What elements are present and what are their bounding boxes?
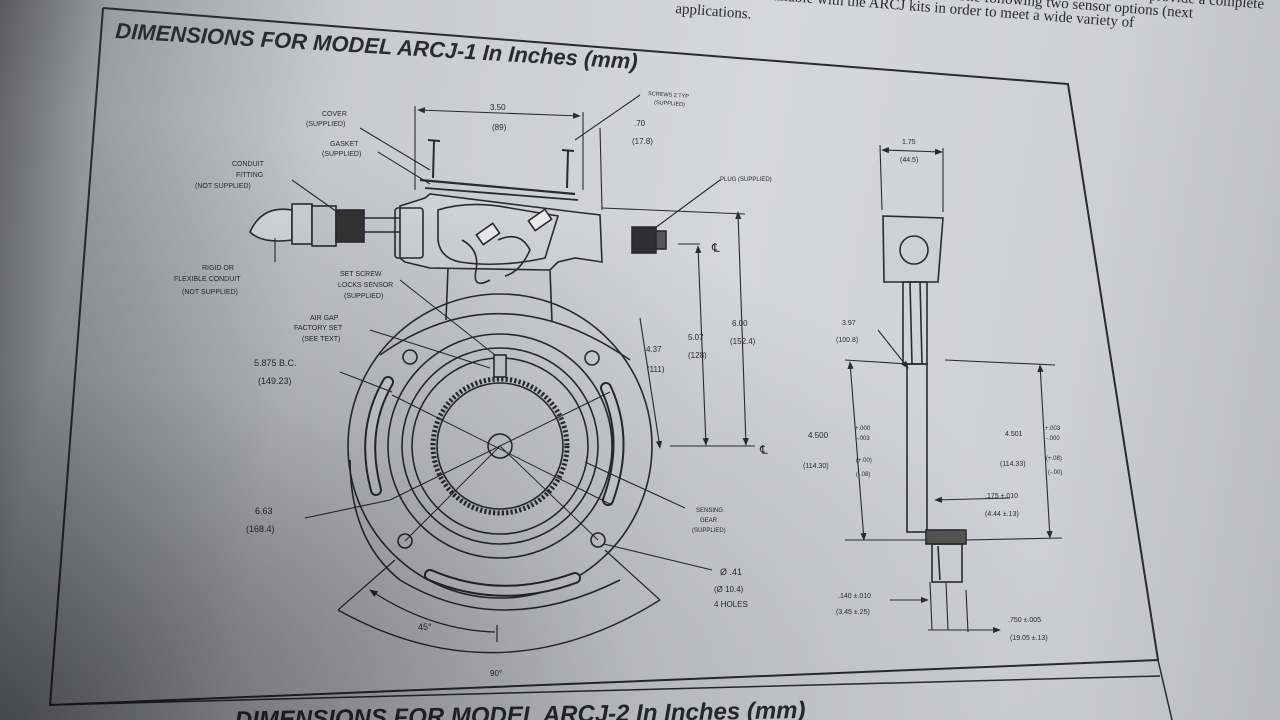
tol2-c: (+.08) bbox=[1046, 456, 1062, 462]
label-conduit-2: FITTING bbox=[236, 172, 263, 179]
dim-5-07: 5.07 bbox=[688, 333, 704, 342]
label-air-3: (SEE TEXT) bbox=[302, 336, 340, 343]
label-rigid-3: (NOT SUPPLIED) bbox=[182, 289, 238, 296]
label-air-2: FACTORY SET bbox=[294, 325, 343, 332]
drawing-labels: COVER (SUPPLIED) GASKET (SUPPLIED) SCREW… bbox=[174, 91, 1062, 678]
label-hole-2: (Ø 10.4) bbox=[714, 585, 744, 594]
dim-140-mm: (3.45 ±.25) bbox=[836, 609, 870, 616]
label-gasket: GASKET bbox=[330, 141, 359, 148]
label-outer-diameter: 6.63 bbox=[255, 506, 273, 516]
dim-3-50: 3.50 bbox=[490, 103, 506, 112]
side-view bbox=[882, 215, 967, 583]
label-conduit-3: (NOT SUPPLIED) bbox=[195, 183, 251, 190]
dim-4-500: 4.500 bbox=[808, 431, 829, 440]
dim-5-07-mm: (128) bbox=[688, 351, 707, 360]
tol1-c: (+.00) bbox=[856, 458, 872, 464]
dim-4-501-mm: (114.33) bbox=[1000, 461, 1026, 468]
label-gasket-sub: (SUPPLIED) bbox=[322, 151, 361, 158]
label-set-2: LOCKS SENSOR bbox=[338, 282, 393, 289]
tol2-a: +.003 bbox=[1045, 426, 1061, 432]
label-set-1: SET SCREW bbox=[340, 271, 382, 278]
label-centerline-bottom: ℄ bbox=[759, 443, 768, 457]
side-dimension-lines bbox=[844, 144, 1063, 634]
label-screws-sub: (SUPPLIED) bbox=[654, 100, 685, 108]
label-screws: SCREWS 2 TYP bbox=[648, 91, 690, 100]
tol1-b: -.003 bbox=[856, 436, 870, 442]
label-hole-1: Ø .41 bbox=[720, 567, 742, 577]
dim-4-37-mm: (111) bbox=[647, 365, 665, 374]
label-cover-sub: (SUPPLIED) bbox=[306, 121, 345, 128]
label-sensing-3: (SUPPLIED) bbox=[692, 528, 726, 534]
label-bolt-circle-mm: (149.23) bbox=[258, 376, 292, 386]
label-hole-3: 4 HOLES bbox=[714, 600, 748, 609]
dim-175-mm: (4.44 ±.13) bbox=[985, 511, 1019, 518]
label-angle-90: 90° bbox=[490, 669, 502, 678]
dim-3-97-mm: (100.8) bbox=[836, 337, 858, 344]
label-conduit-1: CONDUIT bbox=[232, 161, 265, 168]
dim-750: .750 ±.005 bbox=[1008, 617, 1041, 624]
label-cover: COVER bbox=[322, 111, 347, 118]
dim-750-mm: (19.05 ±.13) bbox=[1010, 635, 1048, 642]
label-sensing-2: GEAR bbox=[700, 518, 718, 524]
dim-1-75-mm: (44.5) bbox=[900, 157, 918, 164]
dimension-lines bbox=[274, 94, 755, 571]
label-plug: PLUG (SUPPLIED) bbox=[720, 177, 772, 183]
dim-6-00-mm: (152.4) bbox=[730, 337, 756, 346]
dim-70-mm: (17.8) bbox=[632, 137, 653, 146]
label-rigid-1: RIGID OR bbox=[202, 265, 234, 272]
tol1-d: (-.08) bbox=[856, 472, 870, 478]
dim-4-501: 4.501 bbox=[1005, 431, 1023, 438]
label-sensing-1: SENSING bbox=[696, 508, 723, 514]
label-angle-45: 45° bbox=[418, 622, 432, 632]
dim-3-97: 3.97 bbox=[842, 320, 856, 327]
dim-140: .140 ±.010 bbox=[838, 593, 871, 600]
label-air-1: AIR GAP bbox=[310, 315, 339, 322]
tol1-a: +.000 bbox=[855, 426, 871, 432]
tol2-b: -.000 bbox=[1046, 436, 1060, 442]
section-title-2: DIMENSIONS FOR MODEL ARCJ-2 In Inches (m… bbox=[235, 697, 806, 720]
label-set-3: (SUPPLIED) bbox=[344, 293, 383, 300]
label-bolt-circle: 5.875 B.C. bbox=[254, 358, 297, 368]
dim-175: .175 ±.010 bbox=[985, 493, 1018, 500]
dim-4-500-mm: (114.30) bbox=[803, 463, 829, 470]
label-centerline-top: ℄ bbox=[711, 241, 720, 255]
label-rigid-2: FLEXIBLE CONDUIT bbox=[174, 276, 241, 283]
dim-4-37: 4.37 bbox=[646, 345, 662, 354]
dim-6-00: 6.00 bbox=[732, 319, 748, 328]
dim-1-75: 1.75 bbox=[902, 139, 916, 146]
dim-70: .70 bbox=[634, 119, 646, 128]
label-outer-diameter-mm: (168.4) bbox=[246, 524, 275, 534]
dim-3-50-mm: (89) bbox=[492, 123, 507, 132]
section-title: DIMENSIONS FOR MODEL ARCJ-1 In Inches (m… bbox=[115, 18, 639, 74]
tol2-d: (-.00) bbox=[1048, 470, 1062, 476]
front-view bbox=[249, 139, 667, 654]
